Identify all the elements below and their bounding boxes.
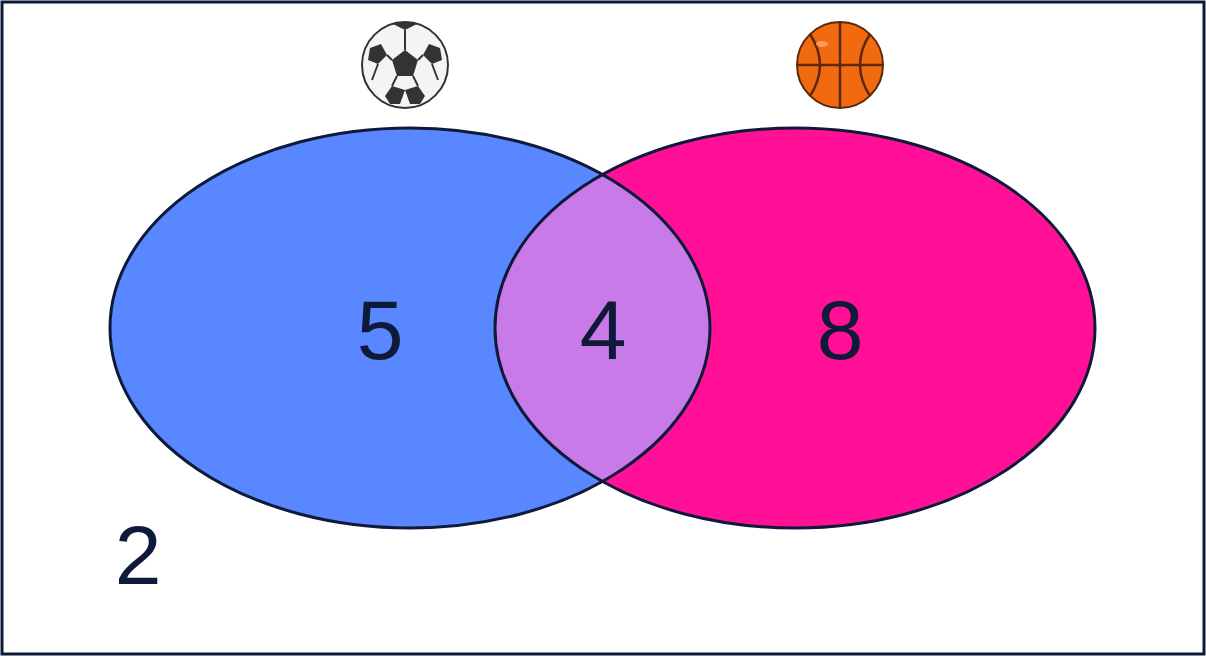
football-only-count: 5 [357, 288, 404, 372]
both-count: 4 [580, 288, 627, 372]
intersection-region [495, 128, 1095, 528]
basketball-set [495, 128, 1095, 528]
basketball-icon [797, 22, 883, 108]
basketball-outline [495, 128, 1095, 528]
football-outline [110, 128, 710, 528]
basketball-only-count: 8 [817, 288, 864, 372]
neither-count: 2 [115, 513, 162, 597]
soccer-ball-icon [362, 22, 448, 108]
